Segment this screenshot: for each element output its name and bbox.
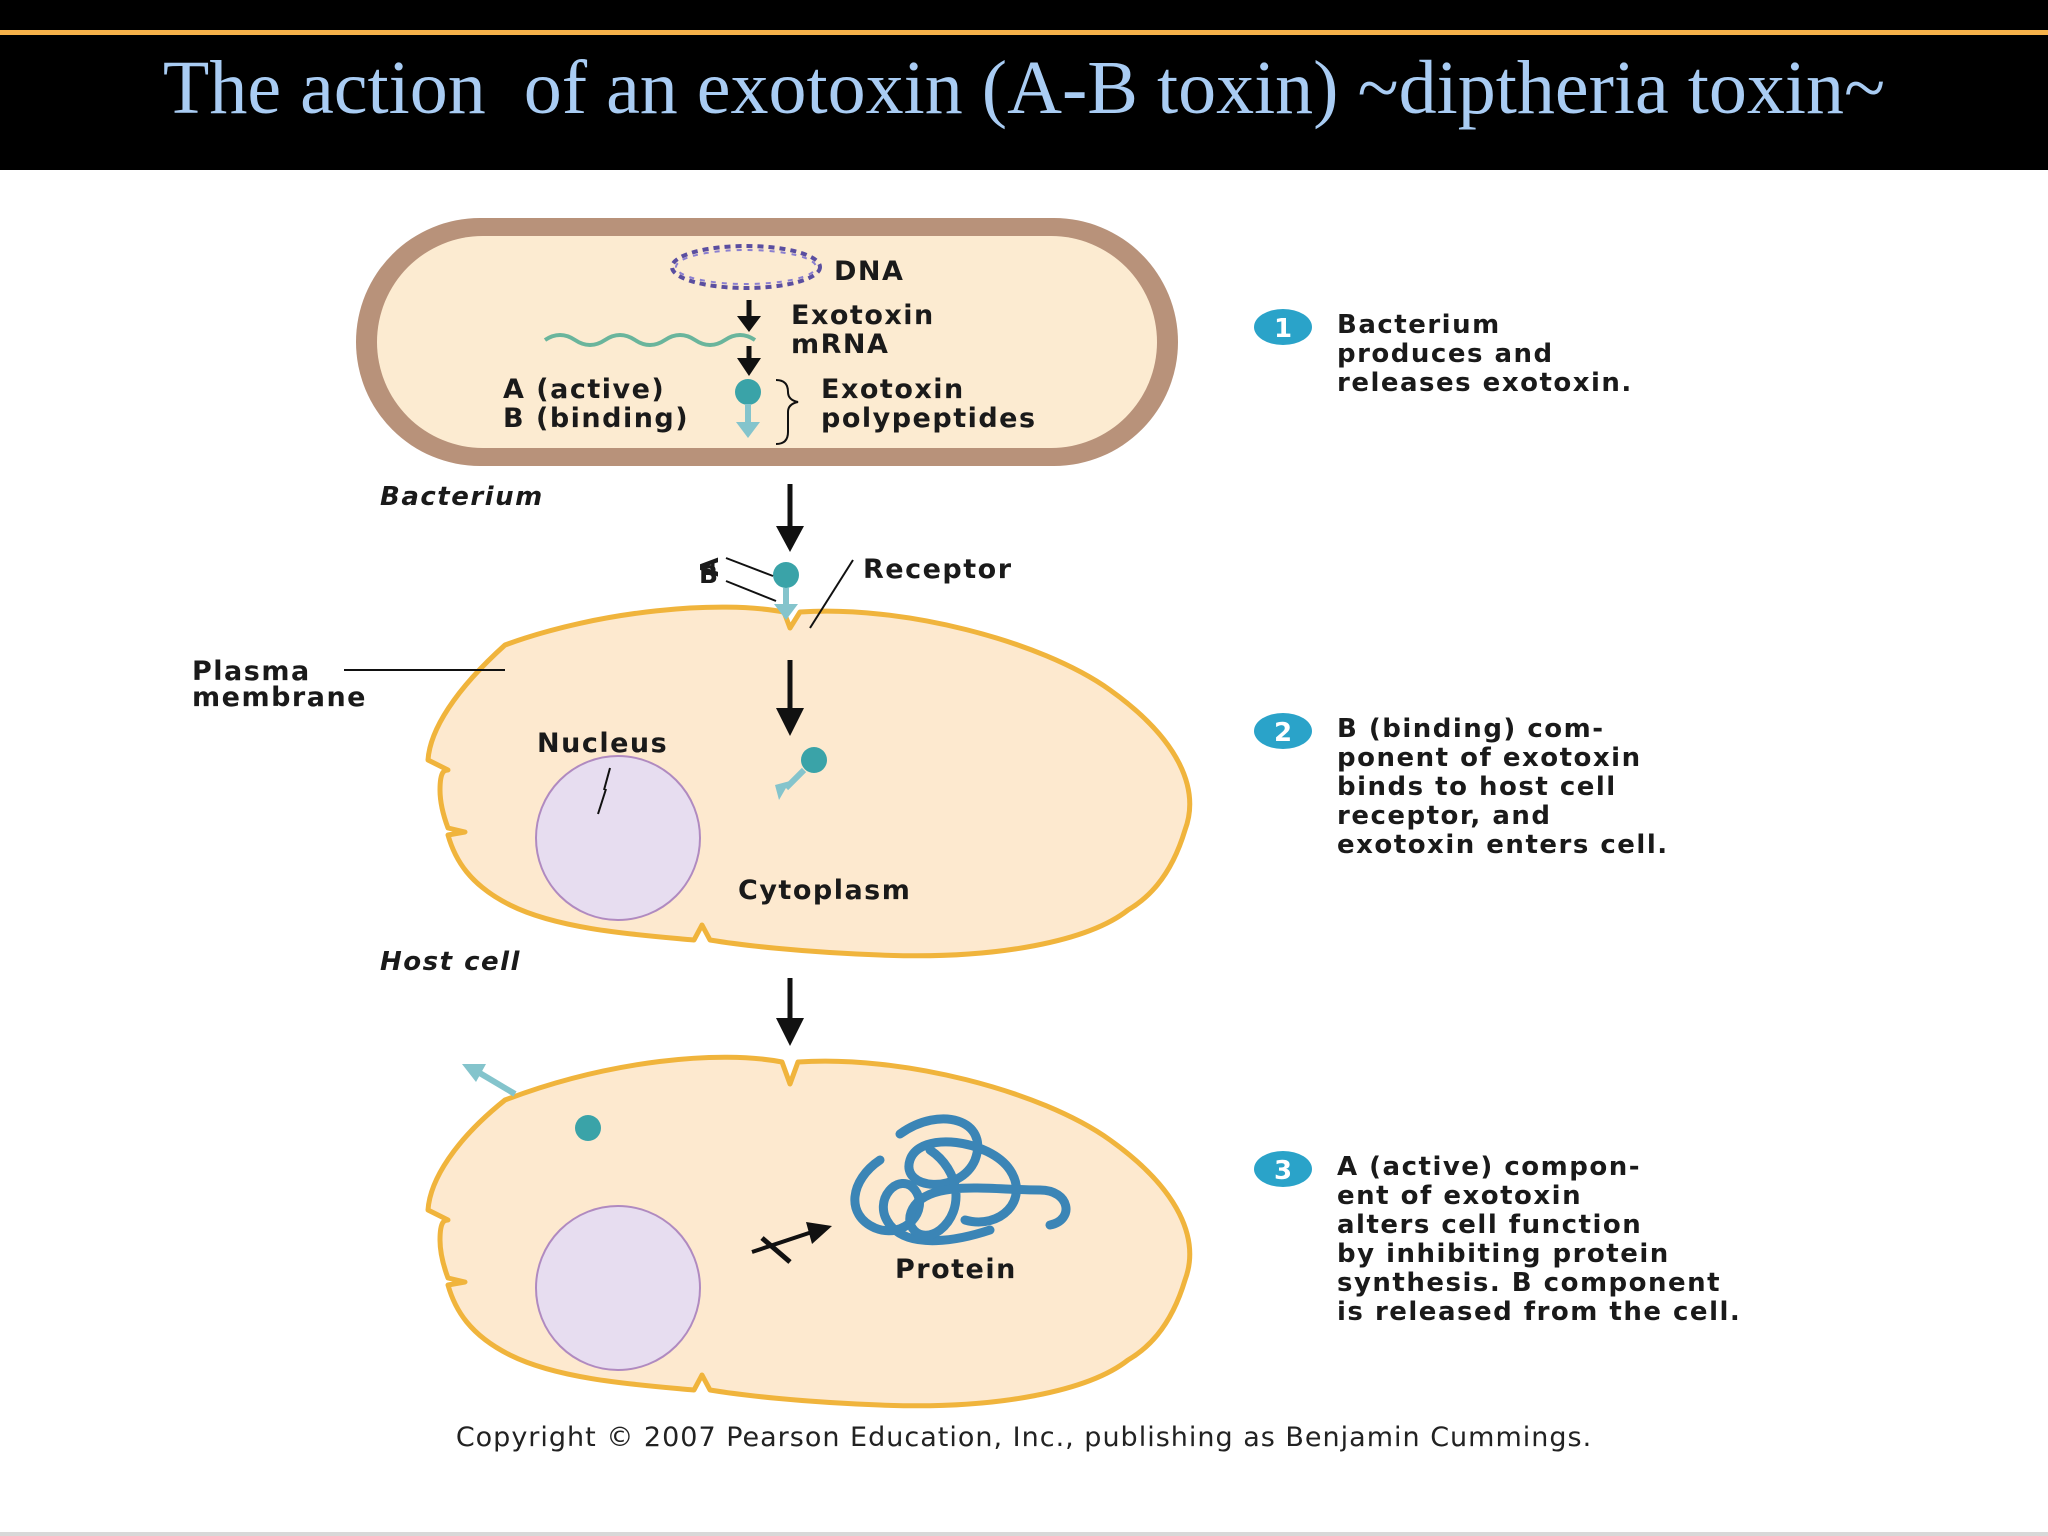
title-bar: The action of an exotoxin (A-B toxin) ~d… — [0, 0, 2048, 170]
bacterium — [356, 218, 1178, 466]
protein-icon — [850, 1114, 1071, 1246]
mrna-icon — [543, 333, 757, 347]
dna-label: DNA — [834, 256, 904, 287]
internalized-toxin-icon — [775, 747, 827, 800]
header-accent-rule — [0, 30, 2048, 35]
step-2-description: B (binding) com- ponent of exotoxin bind… — [1337, 714, 1669, 860]
step-3-description: A (active) compon- ent of exotoxin alter… — [1337, 1152, 1742, 1327]
exotoxin-polypeptide-icon — [735, 379, 761, 438]
translation-arrow — [737, 346, 761, 376]
svg-text:1: 1 — [1274, 314, 1292, 344]
host-cell-label: Host cell — [380, 947, 521, 977]
dna-icon — [670, 244, 822, 290]
copyright-notice: Copyright © 2007 Pearson Education, Inc.… — [455, 1422, 1593, 1453]
a-label: A — [695, 557, 724, 577]
b-binding-label: B (binding) — [503, 403, 689, 434]
released-b-component-icon — [462, 1064, 517, 1097]
nucleus-pointer — [597, 788, 607, 815]
cytoplasm-label: Cytoplasm — [738, 875, 911, 906]
bacterium-cytoplasm — [377, 236, 1157, 448]
inhibited-synthesis-arrow — [751, 1222, 832, 1264]
transcription-arrow — [737, 300, 761, 332]
ab-toxin-at-receptor-icon — [773, 562, 799, 620]
nucleus-step3 — [535, 1205, 701, 1371]
svg-text:2: 2 — [1274, 718, 1292, 748]
b-pointer — [725, 580, 777, 602]
protein-label: Protein — [895, 1254, 1017, 1285]
a-active-label: A (active) — [503, 374, 665, 405]
exotoxin-mrna-label-line1: Exotoxin — [791, 300, 935, 331]
nucleus-label: Nucleus — [537, 728, 668, 759]
a-pointer — [725, 557, 774, 577]
step-arrow-2 — [776, 978, 804, 1046]
exotoxin-polypeptides-label-line2: polypeptides — [821, 403, 1037, 434]
internalization-arrow — [776, 660, 804, 736]
bottom-rule — [0, 1532, 2048, 1536]
receptor-pointer — [809, 559, 854, 629]
plasma-membrane-label-line2: membrane — [192, 682, 367, 713]
exotoxin-polypeptides-label-line1: Exotoxin — [821, 374, 965, 405]
a-component-icon — [575, 1115, 601, 1141]
svg-text:3: 3 — [1274, 1156, 1292, 1186]
exotoxin-mrna-label-line2: mRNA — [791, 329, 889, 360]
bacterium-label: Bacterium — [380, 482, 544, 512]
slide-title: The action of an exotoxin (A-B toxin) ~d… — [162, 46, 1886, 130]
receptor-label: Receptor — [863, 554, 1013, 585]
step-arrow-1 — [776, 484, 804, 552]
nucleus-pointer-upper — [603, 767, 611, 791]
b-label: B — [699, 560, 718, 589]
plasma-membrane-label-line1: Plasma — [192, 656, 311, 687]
polypeptide-brace — [775, 379, 799, 445]
step-1-description: Bacterium produces and releases exotoxin… — [1337, 310, 1633, 398]
step-2-badge: 2 — [1254, 713, 1312, 749]
step-1-badge: 1 — [1254, 309, 1312, 345]
nucleus-step2 — [535, 755, 701, 921]
step-3-badge: 3 — [1254, 1151, 1312, 1187]
